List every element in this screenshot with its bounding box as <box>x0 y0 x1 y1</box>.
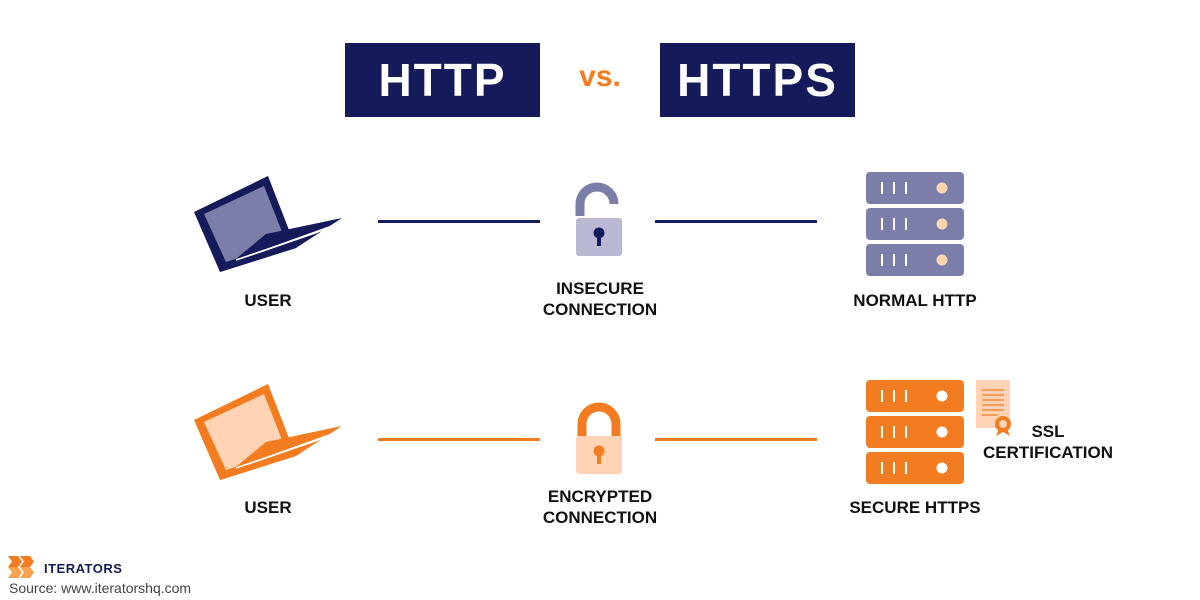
encrypted-connection-label: ENCRYPTED CONNECTION <box>542 487 658 527</box>
title-https: HTTPS <box>660 43 855 117</box>
ssl-certification-label: SSL CERTIFICATION <box>982 422 1113 462</box>
locked-padlock-icon <box>576 402 622 474</box>
connection-line-right <box>655 220 817 223</box>
certificate-icon <box>976 380 1011 436</box>
server-rack-icon <box>866 172 964 276</box>
connection-line-right <box>655 438 817 441</box>
user-label-http: USER <box>244 291 292 310</box>
secure-https-label: SECURE HTTPS <box>849 498 981 517</box>
normal-http-label: NORMAL HTTP <box>853 291 977 310</box>
insecure-connection-label: INSECURE CONNECTION <box>542 279 658 319</box>
title-http: HTTP <box>345 43 540 117</box>
title-vs: vs. <box>579 60 621 93</box>
laptop-icon <box>194 384 342 480</box>
laptop-icon <box>194 176 342 272</box>
footer-brand: ITERATORS <box>44 561 123 576</box>
connection-line-left <box>378 220 540 223</box>
connection-line-left <box>378 438 540 441</box>
unlocked-padlock-icon <box>575 182 622 256</box>
server-rack-icon <box>866 380 964 484</box>
iterators-logo-icon <box>8 556 34 578</box>
user-label-https: USER <box>244 498 292 517</box>
footer-source: Source: www.iteratorshq.com <box>9 580 192 596</box>
